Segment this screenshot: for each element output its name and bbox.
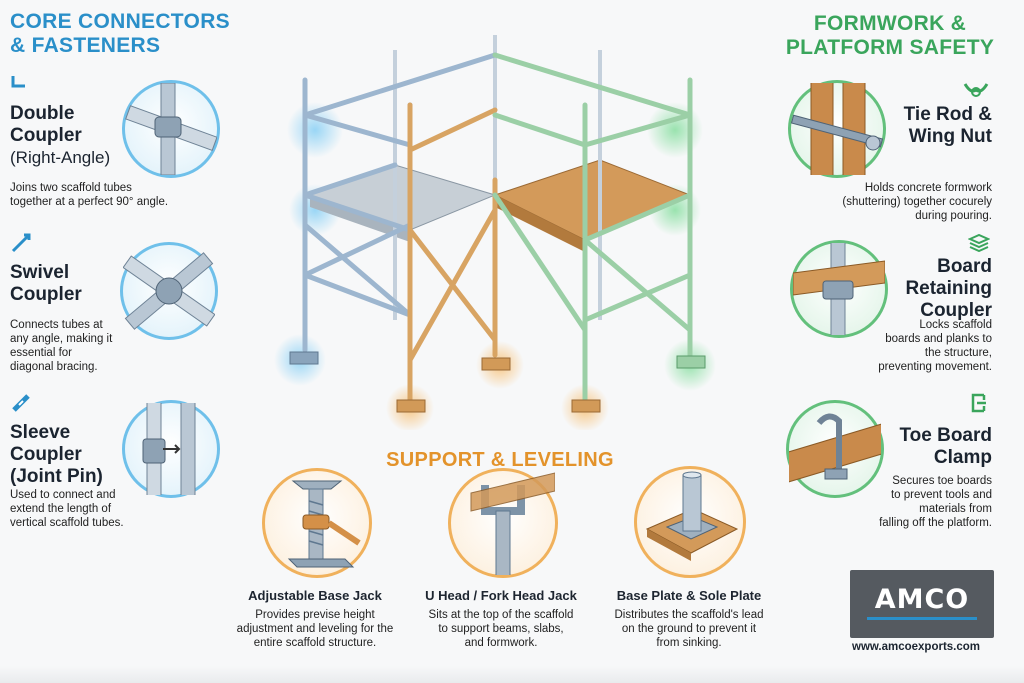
base-jack-image bbox=[262, 468, 372, 578]
toe-board-image bbox=[784, 400, 886, 498]
swivel-coupler-icon bbox=[10, 232, 32, 259]
double-coupler-desc: Joins two scaffold tubes together at a p… bbox=[10, 182, 169, 208]
sleeve-coupler-icon bbox=[10, 392, 32, 419]
brand-url[interactable]: www.amcoexports.com bbox=[852, 641, 981, 653]
board-retaining-title: Board Retaining Coupler bbox=[905, 256, 992, 321]
logo-underline bbox=[867, 617, 977, 620]
glow-node bbox=[287, 102, 343, 158]
double-coupler-title: Double Coupler (Right-Angle) bbox=[10, 103, 111, 167]
base-plate-desc: Distributes the scaffold's lead on the g… bbox=[614, 609, 764, 649]
base-plate bbox=[481, 357, 511, 371]
wing-nut-icon bbox=[963, 80, 989, 105]
board-retaining-image bbox=[790, 238, 888, 340]
left-section-title: CORE CONNECTORS & FASTENERS bbox=[10, 10, 230, 57]
scaffold-illustration bbox=[274, 35, 716, 430]
u-head-title: U Head / Fork Head Jack bbox=[425, 588, 577, 603]
u-head-desc: Sits at the top of the scaffold to suppo… bbox=[428, 609, 574, 649]
base-jack-title: Adjustable Base Jack bbox=[248, 588, 382, 603]
sleeve-coupler-desc: Used to connect and extend the length of… bbox=[10, 489, 124, 529]
base-plate bbox=[571, 399, 601, 413]
sleeve-coupler-image bbox=[122, 400, 220, 498]
double-coupler-icon bbox=[10, 72, 28, 95]
base-jack-desc: Provides previse height adjustment and l… bbox=[236, 609, 394, 649]
clamp-icon bbox=[968, 392, 990, 419]
swivel-coupler-image bbox=[120, 242, 218, 340]
tie-rod-image bbox=[788, 77, 886, 179]
u-head-image bbox=[448, 468, 558, 582]
bottom-strip bbox=[0, 666, 1024, 683]
board-stack-icon bbox=[967, 233, 991, 257]
swivel-coupler-desc: Connects tubes at any angle, making it e… bbox=[10, 319, 113, 373]
brand-logo: AMCO bbox=[850, 570, 994, 638]
tie-rod-title: Tie Rod & Wing Nut bbox=[903, 104, 992, 147]
logo-text: AMCO bbox=[874, 584, 970, 615]
bottom-section-title: SUPPORT & LEVELING bbox=[386, 449, 614, 471]
tie-rod-desc: Holds concrete formwork (shuttering) tog… bbox=[842, 182, 992, 222]
base-plate-image bbox=[634, 466, 746, 578]
base-plate-title: Base Plate & Sole Plate bbox=[616, 588, 762, 603]
base-plate bbox=[396, 399, 426, 413]
double-coupler-image bbox=[122, 80, 220, 178]
swivel-coupler-title: Swivel Coupler bbox=[10, 262, 82, 305]
toe-board-title: Toe Board Clamp bbox=[899, 425, 992, 468]
board-retaining-desc: Locks scaffold boards and planks to the … bbox=[878, 319, 992, 373]
sleeve-coupler-title: Sleeve Coupler (Joint Pin) bbox=[10, 422, 103, 487]
base-plate bbox=[289, 351, 319, 365]
right-section-title: FORMWORK & PLATFORM SAFETY bbox=[785, 12, 995, 59]
base-plate bbox=[676, 355, 706, 369]
toe-board-desc: Secures toe boards to prevent tools and … bbox=[879, 475, 992, 529]
